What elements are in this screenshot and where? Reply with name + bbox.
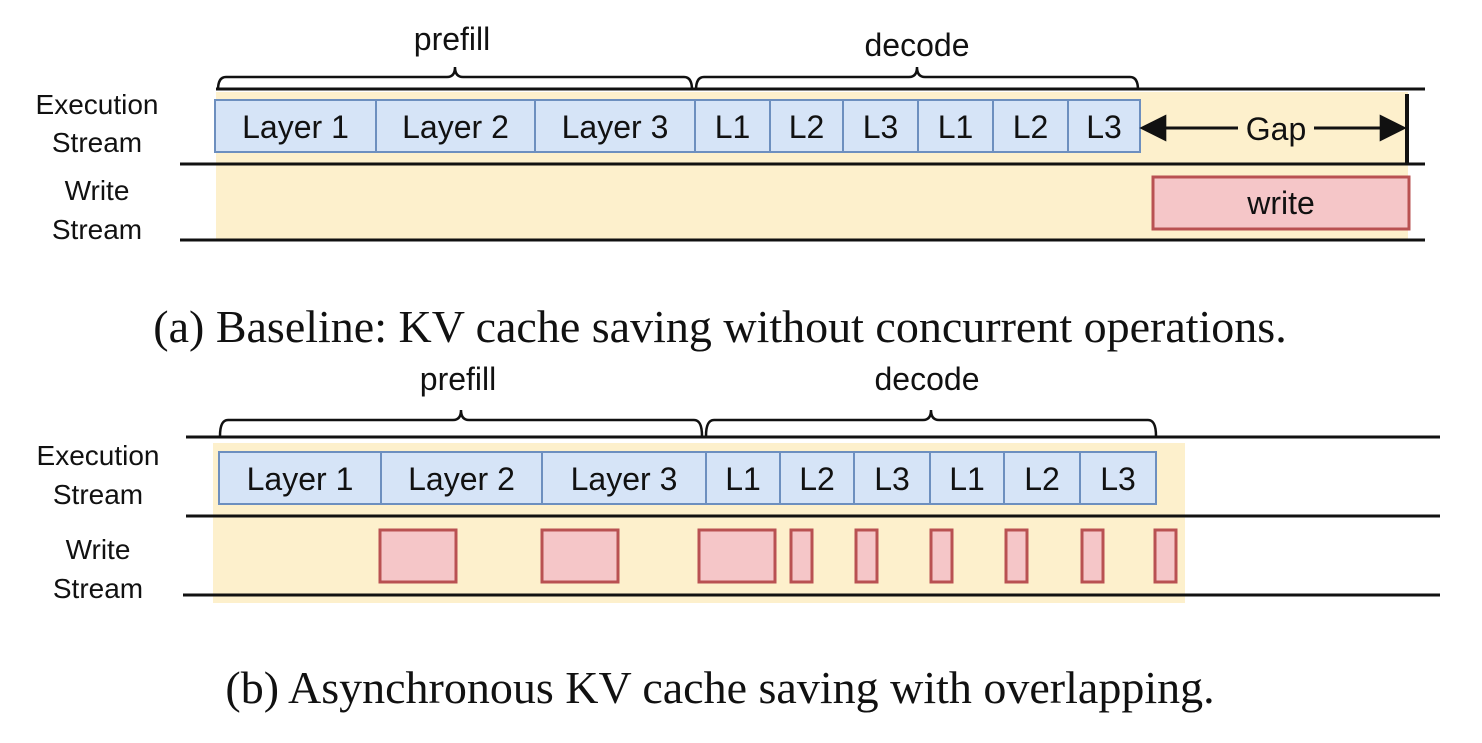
panel-a-exec-block (769, 99, 844, 153)
panel-a-prefill-label: prefill (414, 21, 490, 57)
panel-b-write-block (540, 528, 620, 584)
panel-a-write-blocks: write (1151, 175, 1411, 231)
panel-b-write-block (929, 528, 954, 584)
panel-b-write-block (789, 528, 814, 584)
panel-b-exec-block (380, 451, 543, 505)
panel-b-execution-label-line2: Stream (53, 479, 143, 510)
panel-b-exec-block (705, 451, 781, 505)
panel-a-exec-block-label: L2 (1013, 109, 1049, 145)
panel-a-exec-block (992, 99, 1069, 153)
panel-b: Execution Stream Write Stream prefill de… (37, 361, 1440, 713)
panel-a-write-label-line1: Write (65, 175, 130, 206)
panel-b-exec-block (541, 451, 707, 505)
panel-b-write-block (1080, 528, 1105, 584)
panel-b-exec-block (1079, 451, 1157, 505)
panel-b-decode-label: decode (875, 361, 980, 397)
panel-b-write-block (1004, 528, 1029, 584)
panel-a-exec-block (917, 99, 994, 153)
panel-b-exec-block-label: L3 (1100, 461, 1136, 497)
panel-b-execution-label-line1: Execution (37, 440, 160, 471)
panel-a-exec-block-label: L1 (938, 109, 974, 145)
panel-a-decode-brace (694, 66, 1140, 91)
panel-b-execution-blocks: Layer 1 Layer 2 Layer 3 L1 L2 L3 L1 L2 L3 (218, 451, 1157, 505)
panel-b-write-block (1153, 528, 1178, 584)
panel-a-prefill-brace (216, 66, 694, 91)
panel-a-execution-label-line1: Execution (36, 89, 159, 120)
panel-b-decode-brace (704, 409, 1158, 437)
panel-b-exec-block-label: L1 (949, 461, 985, 497)
panel-a-decode-label: decode (865, 27, 970, 63)
panel-a-gap-label: Gap (1246, 111, 1306, 147)
panel-a-execution-blocks: Layer 1 Layer 2 Layer 3 L1 L2 L3 L1 L2 L3 (214, 99, 1141, 153)
panel-a-exec-block (214, 99, 377, 153)
panel-b-exec-block (218, 451, 382, 505)
panel-a-exec-block (842, 99, 919, 153)
panel-b-exec-block-label: L3 (874, 461, 910, 497)
panel-b-exec-block-label: Layer 3 (571, 461, 678, 497)
panel-a-exec-block-label: Layer 2 (402, 109, 509, 145)
panel-b-write-label-line2: Stream (53, 573, 143, 604)
panel-a-caption: (a) Baseline: KV cache saving without co… (153, 301, 1286, 352)
panel-b-exec-block (1003, 451, 1081, 505)
panel-b-write-block (854, 528, 879, 584)
panel-b-caption: (b) Asynchronous KV cache saving with ov… (225, 662, 1214, 713)
panel-a-write-label-line2: Stream (52, 214, 142, 245)
panel-a: Execution Stream Write Stream prefill de… (36, 21, 1425, 352)
panel-b-write-label-line1: Write (66, 534, 131, 565)
panel-a-write-block-label: write (1246, 185, 1315, 221)
panel-a-exec-block-label: Layer 1 (242, 109, 349, 145)
panel-a-exec-block-label: L1 (715, 109, 751, 145)
panel-a-write-block (1151, 175, 1411, 231)
panel-b-exec-block-label: L2 (1024, 461, 1060, 497)
panel-b-prefill-brace (218, 409, 704, 437)
panel-b-exec-block-label: L1 (725, 461, 761, 497)
panel-a-exec-block-label: L3 (863, 109, 899, 145)
panel-b-exec-block-label: Layer 2 (408, 461, 515, 497)
panel-b-exec-block (929, 451, 1005, 505)
panel-a-exec-block-label: L3 (1086, 109, 1122, 145)
panel-b-write-block (697, 528, 777, 584)
panel-a-exec-block-label: L2 (789, 109, 825, 145)
panel-a-exec-block-label: Layer 3 (562, 109, 669, 145)
panel-a-exec-block (1067, 99, 1141, 153)
panel-b-write-block (378, 528, 458, 584)
panel-b-exec-block-label: L2 (799, 461, 835, 497)
panel-a-exec-block (694, 99, 771, 153)
panel-b-exec-block-label: Layer 1 (247, 461, 354, 497)
panel-a-execution-label-line2: Stream (52, 127, 142, 158)
panel-b-write-blocks (378, 528, 1178, 584)
panel-b-prefill-label: prefill (420, 361, 496, 397)
